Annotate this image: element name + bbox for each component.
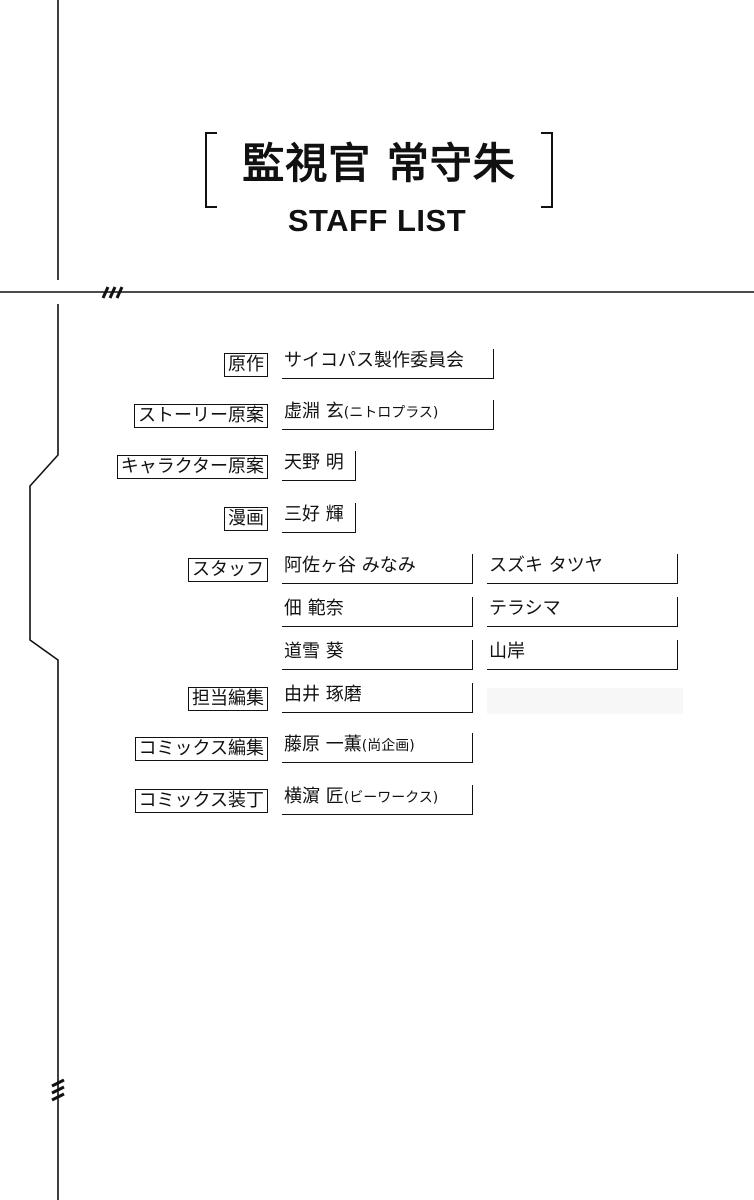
name-original-text: サイコパス製作委員会 <box>284 350 464 371</box>
name-comics-design-affiliation: (ビーワークス) <box>343 790 439 806</box>
role-manga: 漫画 <box>224 507 268 531</box>
title-block: 監視官 常守朱 <box>205 132 553 212</box>
role-editor: 担当編集 <box>188 687 268 711</box>
name-editor-text: 由井 琢磨 <box>284 684 362 705</box>
name-character: 天野 明 <box>282 451 356 481</box>
slash-mark-bottom <box>51 1078 65 1102</box>
name-staff-1-text: 阿佐ヶ谷 みなみ <box>284 555 416 576</box>
name-staff-1: 阿佐ヶ谷 みなみ <box>282 554 473 584</box>
name-comics-editor-text: 藤原 一薫 <box>284 734 362 755</box>
name-staff-6: 山岸 <box>487 640 678 670</box>
role-story: ストーリー原案 <box>134 404 268 428</box>
role-original: 原作 <box>224 353 268 377</box>
name-staff-3: 佃 範奈 <box>282 597 473 627</box>
page-subtitle: STAFF LIST <box>287 203 467 238</box>
name-original: サイコパス製作委員会 <box>282 349 494 379</box>
role-comics-editor: コミックス編集 <box>134 737 268 761</box>
faded-area <box>487 688 683 714</box>
role-comics-design: コミックス装丁 <box>134 789 268 813</box>
name-staff-6-text: 山岸 <box>489 641 525 662</box>
name-staff-2: スズキ タツヤ <box>487 554 678 584</box>
frame-line-bottom <box>29 304 59 1200</box>
name-staff-5-text: 道雪 葵 <box>284 641 344 662</box>
name-story: 虚淵 玄(ニトロプラス) <box>282 400 494 430</box>
role-staff: スタッフ <box>188 558 268 582</box>
name-comics-editor: 藤原 一薫(尚企画) <box>282 733 473 763</box>
role-character: キャラクター原案 <box>116 455 268 479</box>
name-manga: 三好 輝 <box>282 503 356 533</box>
name-staff-2-text: スズキ タツヤ <box>489 555 603 576</box>
name-story-affiliation: (ニトロプラス) <box>343 405 439 421</box>
slash-mark-top <box>101 286 124 299</box>
name-staff-4-text: テラシマ <box>489 598 561 619</box>
name-staff-3-text: 佃 範奈 <box>284 598 344 619</box>
name-editor: 由井 琢磨 <box>282 683 473 713</box>
title-bracket-right <box>541 132 553 208</box>
name-comics-editor-affiliation: (尚企画) <box>361 738 415 754</box>
title-bracket-left <box>205 132 217 208</box>
name-manga-text: 三好 輝 <box>284 504 344 525</box>
page-title: 監視官 常守朱 <box>242 139 516 188</box>
name-comics-design: 横濵 匠(ビーワークス) <box>282 785 473 815</box>
name-story-text: 虚淵 玄 <box>284 401 344 422</box>
name-character-text: 天野 明 <box>284 452 344 473</box>
name-staff-4: テラシマ <box>487 597 678 627</box>
name-comics-design-text: 横濵 匠 <box>284 786 344 807</box>
name-staff-5: 道雪 葵 <box>282 640 473 670</box>
